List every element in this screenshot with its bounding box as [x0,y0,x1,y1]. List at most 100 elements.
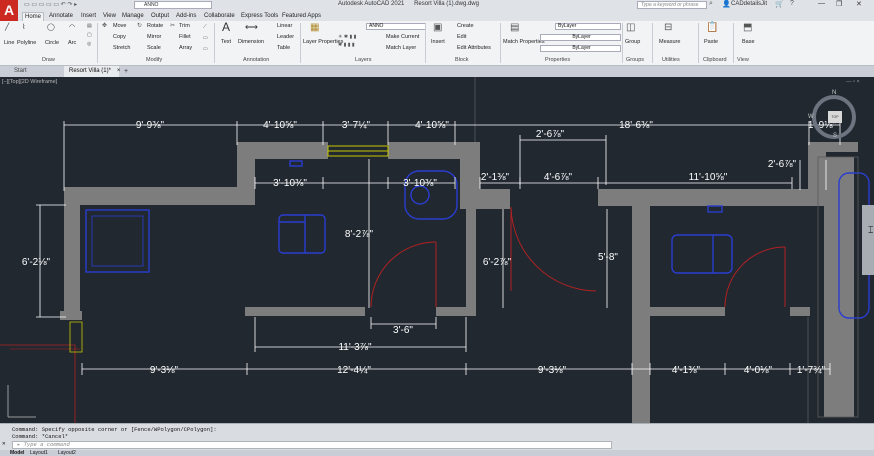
tab-view[interactable]: View [103,13,116,19]
tab-output[interactable]: Output [151,13,170,19]
panel-label-view[interactable]: View [737,57,749,63]
table-button[interactable]: Table [277,45,291,51]
move-button[interactable]: Move [113,23,127,29]
restore-button[interactable]: ❐ [836,1,843,8]
polyline-button[interactable]: Polyline [17,40,37,46]
make-current-button[interactable]: Make Current [386,34,420,40]
floor-plan-drawing[interactable]: 9'-9⅜" 4'-10⅝" 3'-7¼" 4'-10⅝" 18'-6⅜" 1'… [0,77,874,423]
search-box[interactable]: Type a keyword or phrase [637,1,707,9]
panel-label-properties[interactable]: Properties [545,57,571,63]
paste-button[interactable]: Paste [704,39,719,45]
arc-icon[interactable]: ◠ [69,24,76,31]
draw-small-icons[interactable]: ▤▢◎ [87,23,92,47]
new-tab-button[interactable]: + [124,68,129,75]
tab-add-ins[interactable]: Add-ins [176,13,197,19]
tab-insert[interactable]: Insert [81,13,97,19]
insert-icon: ▣ [433,22,443,33]
rotate-icon: ↻ [137,23,143,29]
circle-icon[interactable]: ◯ [47,24,55,31]
line-icon[interactable]: ╱ [5,24,10,31]
navigation-bar[interactable] [862,205,874,275]
minimize-button[interactable]: — [818,0,825,7]
match-properties-button[interactable]: Match Properties [503,39,545,45]
tab-home[interactable]: Home [22,12,45,21]
panel-label-groups[interactable]: Groups [626,57,645,63]
layout-tab-layout2[interactable]: Layout2 [58,450,76,456]
viewcube-south[interactable]: S [833,133,838,139]
layer-properties-button[interactable]: Layer Properties [303,39,343,45]
color-dropdown[interactable]: ByLayer [555,23,621,30]
tab-express-tools[interactable]: Express Tools [241,13,279,19]
viewport-window-controls[interactable]: — ▫ × [846,79,860,85]
help-icon[interactable]: ? [790,0,794,7]
command-input[interactable]: ▸ Type a command [12,441,612,449]
viewport-controls[interactable]: [−][Top][2D Wireframe] [2,79,58,85]
autocad-logo[interactable]: A [0,0,18,21]
insert-button[interactable]: Insert [431,39,445,45]
cart-icon[interactable]: 🛒 [775,1,784,8]
trim-button[interactable]: Trim [179,23,190,29]
layer-tool-icons[interactable]: ☀ ✱ ▮ ▮✱ ▮ ▮ ▮ [338,34,357,48]
group-button[interactable]: Group [625,39,641,45]
dimension-button[interactable]: Dimension [238,39,264,45]
panel-label-draw[interactable]: Draw [42,57,55,63]
layer-dropdown[interactable]: ANNO [366,23,426,30]
leader-button[interactable]: Leader [277,34,295,40]
panel-label-modify[interactable]: Modify [146,57,163,63]
panel-label-utilities[interactable]: Utilities [662,57,680,63]
user-name[interactable]: CADdetailsJit [731,1,768,7]
layout-tab-layout1[interactable]: Layout1 [30,450,48,456]
measure-button[interactable]: Measure [659,39,681,45]
viewcube-west[interactable]: W [808,114,814,120]
text-button[interactable]: Text [221,39,232,45]
panel-label-block[interactable]: Block [455,57,469,63]
quick-access-toolbar[interactable]: ▭ ▭ ▭ ▭ ▭ ↶ ↷ ▸ [24,2,78,8]
linear-button[interactable]: Linear [277,23,293,29]
match-layer-button[interactable]: Match Layer [386,45,417,51]
panel-label-layers[interactable]: Layers [355,57,372,63]
doc-tab-start[interactable]: Start [4,66,62,77]
linetype-value: ByLayer [572,34,591,40]
command-close-icon[interactable]: ✕ [2,440,6,447]
dim-vertical-1: 6'-2⅛" [22,257,51,268]
tab-collaborate[interactable]: Collaborate [204,13,235,19]
copy-button[interactable]: Copy [113,34,126,40]
group-icon: ◫ [626,22,636,33]
close-tab-icon[interactable]: × [116,68,121,74]
base-button[interactable]: Base [742,39,755,45]
tab-featured-apps[interactable]: Featured Apps [282,13,322,19]
stretch-button[interactable]: Stretch [113,45,131,51]
create-button[interactable]: Create [457,23,474,29]
panel-divider [733,23,734,63]
tab-annotate[interactable]: Annotate [49,13,74,19]
viewcube-top-face[interactable]: TOP [828,111,842,123]
drawing-canvas[interactable]: [−][Top][2D Wireframe] — ▫ × [0,77,874,423]
linetype-dropdown[interactable]: ByLayer [540,34,621,41]
layout-tab-model[interactable]: Model [10,450,25,456]
scale-button[interactable]: Scale [147,45,161,51]
rotate-button[interactable]: Rotate [147,23,164,29]
search-icon[interactable]: ⌕ [709,0,713,7]
doc-tab-resort-villa[interactable]: Resort Villa (1)*× [64,66,121,77]
user-avatar-icon[interactable]: 👤 [722,1,731,8]
arc-button[interactable]: Arc [68,40,77,46]
mirror-button[interactable]: Mirror [147,34,162,40]
command-window: Command: Specify opposite corner or [Fen… [0,423,874,456]
close-button[interactable]: ✕ [856,1,862,8]
edit-button[interactable]: Edit [457,34,467,40]
viewcube-north[interactable]: N [832,90,837,96]
line-button[interactable]: Line [4,40,15,46]
fillet-button[interactable]: Fillet [179,34,191,40]
modify-extra-icons[interactable]: ⟋▭▭ [203,24,208,52]
circle-button[interactable]: Circle [45,40,60,46]
panel-label-clipboard[interactable]: Clipboard [703,57,727,63]
tab-manage[interactable]: Manage [122,13,144,19]
edit-attributes-button[interactable]: Edit Attributes [457,45,491,51]
lineweight-dropdown[interactable]: ByLayer [540,45,621,52]
polyline-icon[interactable]: ⌇ [22,24,26,31]
layer-quick-dropdown[interactable]: ANNO [134,1,212,9]
panel-label-annotation[interactable]: Annotation [243,57,270,63]
viewcube[interactable]: N S W TOP [808,90,856,139]
array-button[interactable]: Array [179,45,193,51]
